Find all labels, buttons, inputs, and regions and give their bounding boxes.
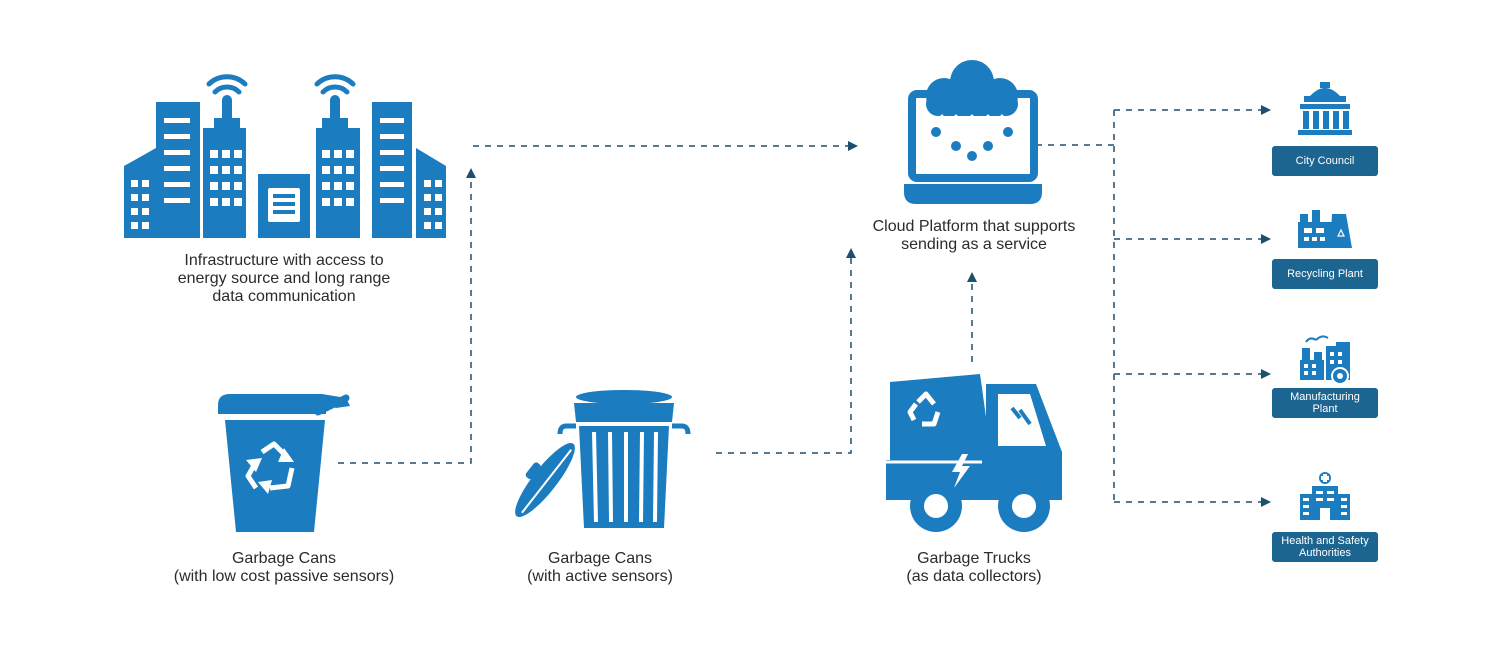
passive-cans-label: Garbage Cans (with low cost passive sens…: [173, 550, 395, 585]
recycling-plant-badge: Recycling Plant: [1272, 259, 1378, 289]
trash-can-icon: [515, 390, 691, 528]
hospital-icon: [1300, 472, 1350, 520]
connector-active-cans-to-cloud: [716, 248, 856, 454]
city-buildings-icon: [124, 74, 446, 238]
health-safety-badge: Health and Safety Authorities: [1272, 532, 1378, 562]
city-hall-icon: [1298, 82, 1352, 135]
connector-passive-cans-to-network: [338, 168, 476, 464]
active-cans-label: Garbage Cans (with active sensors): [527, 550, 673, 585]
recycle-bin-icon: [218, 394, 350, 532]
factory-icon: [1300, 335, 1350, 385]
manufacturing-plant-badge: Manufacturing Plant: [1272, 388, 1378, 418]
infrastructure-label: Infrastructure with access to energy sou…: [177, 252, 391, 305]
city-council-badge: City Council: [1272, 146, 1378, 176]
trucks-label: Garbage Trucks (as data collectors): [906, 550, 1042, 585]
garbage-truck-icon: [880, 374, 1062, 532]
cloud-platform-label: Cloud Platform that supports sending as …: [872, 218, 1076, 253]
cloud-laptop-icon: [904, 60, 1042, 204]
recycling-plant-icon: [1298, 210, 1352, 248]
